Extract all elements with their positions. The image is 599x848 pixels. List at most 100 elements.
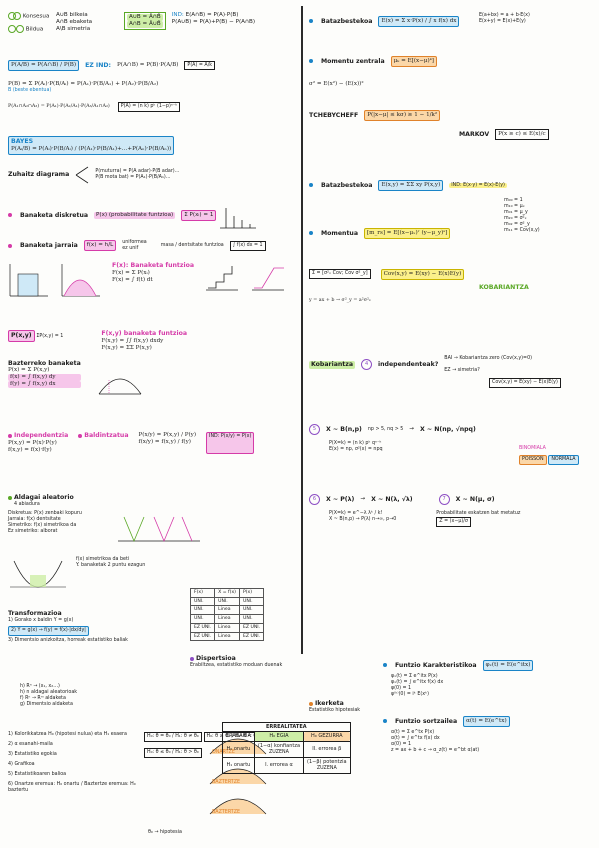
consistency-label: Konsesua xyxy=(22,13,50,20)
mgf-formula: α(t) = E(e^tx) xyxy=(463,715,510,727)
tree-rule-1: P(muturra) = P(A adar)·P(B adar)… xyxy=(95,168,180,174)
cov-matrix: Σ = [σ²ₓ Cov; Cov σ²_y] xyxy=(309,269,371,280)
rule-and: A∪B bilkeia xyxy=(56,12,88,18)
step-4-badge: 4 xyxy=(361,359,373,371)
dispersion-title: Dispertsioa xyxy=(196,655,236,662)
table-cell: UNI. xyxy=(238,596,265,607)
error-intro: Ikerketa Estatistiko hipotesiak xyxy=(309,700,449,714)
bullet-icon-7 xyxy=(309,19,313,24)
continuous-cdf-plot xyxy=(252,267,285,291)
bullet-icon-4 xyxy=(78,433,83,438)
exp-title: Batazbestekoa xyxy=(321,17,373,25)
char-item: φ(0) = 1 xyxy=(391,685,412,691)
var-formula: σ² = E(x²) − (E(x))² xyxy=(309,80,364,87)
poisson-detail: P(X=k) = e^−λ λᵏ / k! xyxy=(329,511,383,516)
chebyshev-formula: P(|x−μ| ≤ kσ) ≥ 1 − 1/k² xyxy=(364,110,441,121)
table-cell: UNI. xyxy=(238,614,265,624)
error-col-true: H₀ EGIA xyxy=(253,731,305,742)
cond-title: Baldintzatua xyxy=(84,432,129,439)
alea-item: Jarraia: f(x) dentsitate xyxy=(8,516,61,522)
alea-item: Diskretua: P(x) zenbaki kopuru xyxy=(8,510,82,516)
alea-block: Aldagai aleatorio 4 abiadura Diskretua: … xyxy=(8,494,298,591)
bayes-block: BAYES P(Aᵢ/B) = P(Aᵢ)·P(B/Aᵢ) / (P(A₁)·P… xyxy=(8,136,298,185)
cond-1: P(x/y) = P(x,y) / P(y) xyxy=(138,432,197,438)
table-cell: EZ UNI. xyxy=(189,631,216,642)
sym-yes: Cov(x,y) = E(xy) − E(x)E(y) xyxy=(489,377,561,388)
poisson-label: POISSON xyxy=(519,454,547,465)
table-cell: Linea xyxy=(214,631,240,642)
exp-prop: E(x+y) = E(x)+E(y) xyxy=(479,18,526,24)
moment-formula: μₖ = E[(x−μ)ᵏ] xyxy=(390,56,437,67)
tree-item: m₁₀ = μₓ xyxy=(504,203,525,209)
bullet-icon-10 xyxy=(309,231,313,236)
tree-item: m₂₀ = σ²ₓ xyxy=(504,215,527,221)
table-header: X = f(x) xyxy=(214,588,240,598)
bullet-icon-8 xyxy=(309,59,313,64)
rv-item: h) Rⁿ → (x₁, x₂…) xyxy=(20,684,60,689)
binom-detail: E(x) = np, σ²(x) = npq xyxy=(329,446,383,452)
alea-item: Ez simetriko: alborat xyxy=(8,528,58,534)
moment-block: Momentu zentrala μₖ = E[(x−μ)ᵏ] σ² = E(x… xyxy=(309,56,594,88)
de-morgan-box: A∪B = Ā∩B̄ A∩B = Ā∪B̄ xyxy=(124,12,166,30)
table-cell: Linea xyxy=(214,614,240,624)
poisson-block: 6 X ~ P(λ) → X ~ N(λ, √λ) 7 X ~ N(μ, σ) … xyxy=(309,494,594,527)
char-item: φ⁽ᵏ⁾(0) = iᵏ E(xᵏ) xyxy=(391,691,429,697)
continuous-title: Banaketa jarraia xyxy=(20,242,78,250)
table-row: EZ UNI. Linea EZ UNI. xyxy=(189,622,265,633)
bullet-icon-6 xyxy=(190,656,194,661)
separate-rings-icon xyxy=(8,25,16,34)
hypo-step: 6) Onartze eremua: H₀ onartu / Baztertze… xyxy=(8,781,136,793)
surface-sketch xyxy=(98,378,142,395)
set-legend: Konsesua Bildua xyxy=(8,12,50,34)
ez-ind-label: EZ IND: xyxy=(85,61,112,69)
cumulative-title: F(x): Banaketa funtzioa xyxy=(112,261,195,269)
tree-item: m₀₁ = μ_y xyxy=(504,209,528,215)
continuous-block: Banaketa jarraia f(x) = h/L uniformea ez… xyxy=(8,240,298,298)
mgf-item: α(t) = Σ e^tx P(x) xyxy=(391,729,435,735)
error-cell: I. errorea α xyxy=(253,756,305,774)
hypo-step: 5) Estatistikoaren balioa xyxy=(8,771,67,777)
table-row: UNI. UNI. UNI. xyxy=(189,596,265,607)
alea-sub: 4 abiadura xyxy=(14,501,40,507)
char-title: Funtzio Karakteristikoa xyxy=(395,661,477,669)
table-cell: EZ UNI. xyxy=(189,622,216,633)
ez-ind-formula: P(A∩B) = P(B)·P(A/B) xyxy=(117,62,179,68)
table5-block: F(x) X = f(x) P(x) UNI. UNI. UNI. UNI. L… xyxy=(189,588,265,642)
step-6-badge: 6 xyxy=(309,494,320,505)
table-cell: UNI. xyxy=(238,605,265,616)
mgf-item: α(0) = 1 xyxy=(391,741,412,747)
cumulative-2: F(x) = ∫ f(t) dt xyxy=(112,276,153,283)
total-prob-label: B (beste ebentua) xyxy=(8,87,52,93)
hypo-step: 4) Grafikoa xyxy=(8,761,35,767)
table-cell: Linea xyxy=(214,605,240,616)
table-cell: UNI. xyxy=(214,596,240,607)
rv-item: g) Dimentsio aldaketa xyxy=(20,701,73,707)
joint-dist-1: F(x,y) = ∫∫ f(x,y) dxdy xyxy=(101,337,164,344)
table-cell: EZ UNI. xyxy=(238,622,265,633)
alea-note-1: f(x) simetrikoa da beti xyxy=(76,556,130,562)
binomial-block: 5 X ~ B(n,p) np > 5, nq > 5 → X ~ N(np, … xyxy=(309,424,594,465)
marginal-box: Bazterreko banaketa P(x) = Σ P(x,y) f(x)… xyxy=(8,360,81,398)
indep-2: f(x,y) = f(x)·f(y) xyxy=(8,446,52,453)
error-h: H₀ onartu xyxy=(222,740,255,758)
parabola-sketch xyxy=(10,560,66,588)
indep-1: P(x,y) = P(x)·P(y) xyxy=(8,439,57,446)
error-table-title: ERREALITATEA xyxy=(222,721,351,733)
lin-formula: y = ax + b → σ²_y = a²σ²ₓ xyxy=(309,297,371,303)
de-morgan-2: A∩B = Ā∪B̄ xyxy=(127,20,163,28)
table-header: F(x) xyxy=(189,588,216,598)
bayes-box: BAYES P(Aᵢ/B) = P(Aᵢ)·P(B/Aᵢ) / (P(A₁)·P… xyxy=(8,136,175,155)
continuous-formula: f(x) = h/L xyxy=(83,240,117,252)
error-table: ERREALITATEA ERABAKIA H₀ EGIA H₀ GEZURRA… xyxy=(222,721,351,774)
marginal-2: f(x) = ∫ f(x,y) dy xyxy=(8,374,81,382)
char-func-block: Funtzio Karakteristikoa φₓ(t) = E(e^itx)… xyxy=(383,660,593,754)
ind-box: IND: P(x/y) = P(x) xyxy=(206,432,255,454)
ind-block: IND: E(A∩B) = P(A)·P(B) P(A∪B) = P(A)+P(… xyxy=(172,12,255,26)
joint-sum: ΣP(x,y) = 1 xyxy=(36,334,64,339)
left-column: Konsesua Bildua A∪B bilkeia A∩B ebaketa … xyxy=(8,12,298,835)
transform-item: 1) Gorako x baldin Y = g(x) xyxy=(8,617,74,623)
stem-plot-icon xyxy=(220,208,256,229)
transform-item: 2) Y = g(x) → f(y) = f(x)·|dx/dy| xyxy=(8,625,89,636)
moment-title: Momentu zentrala xyxy=(321,57,385,65)
joint-exp-title: Batazbestekoa xyxy=(321,181,373,189)
